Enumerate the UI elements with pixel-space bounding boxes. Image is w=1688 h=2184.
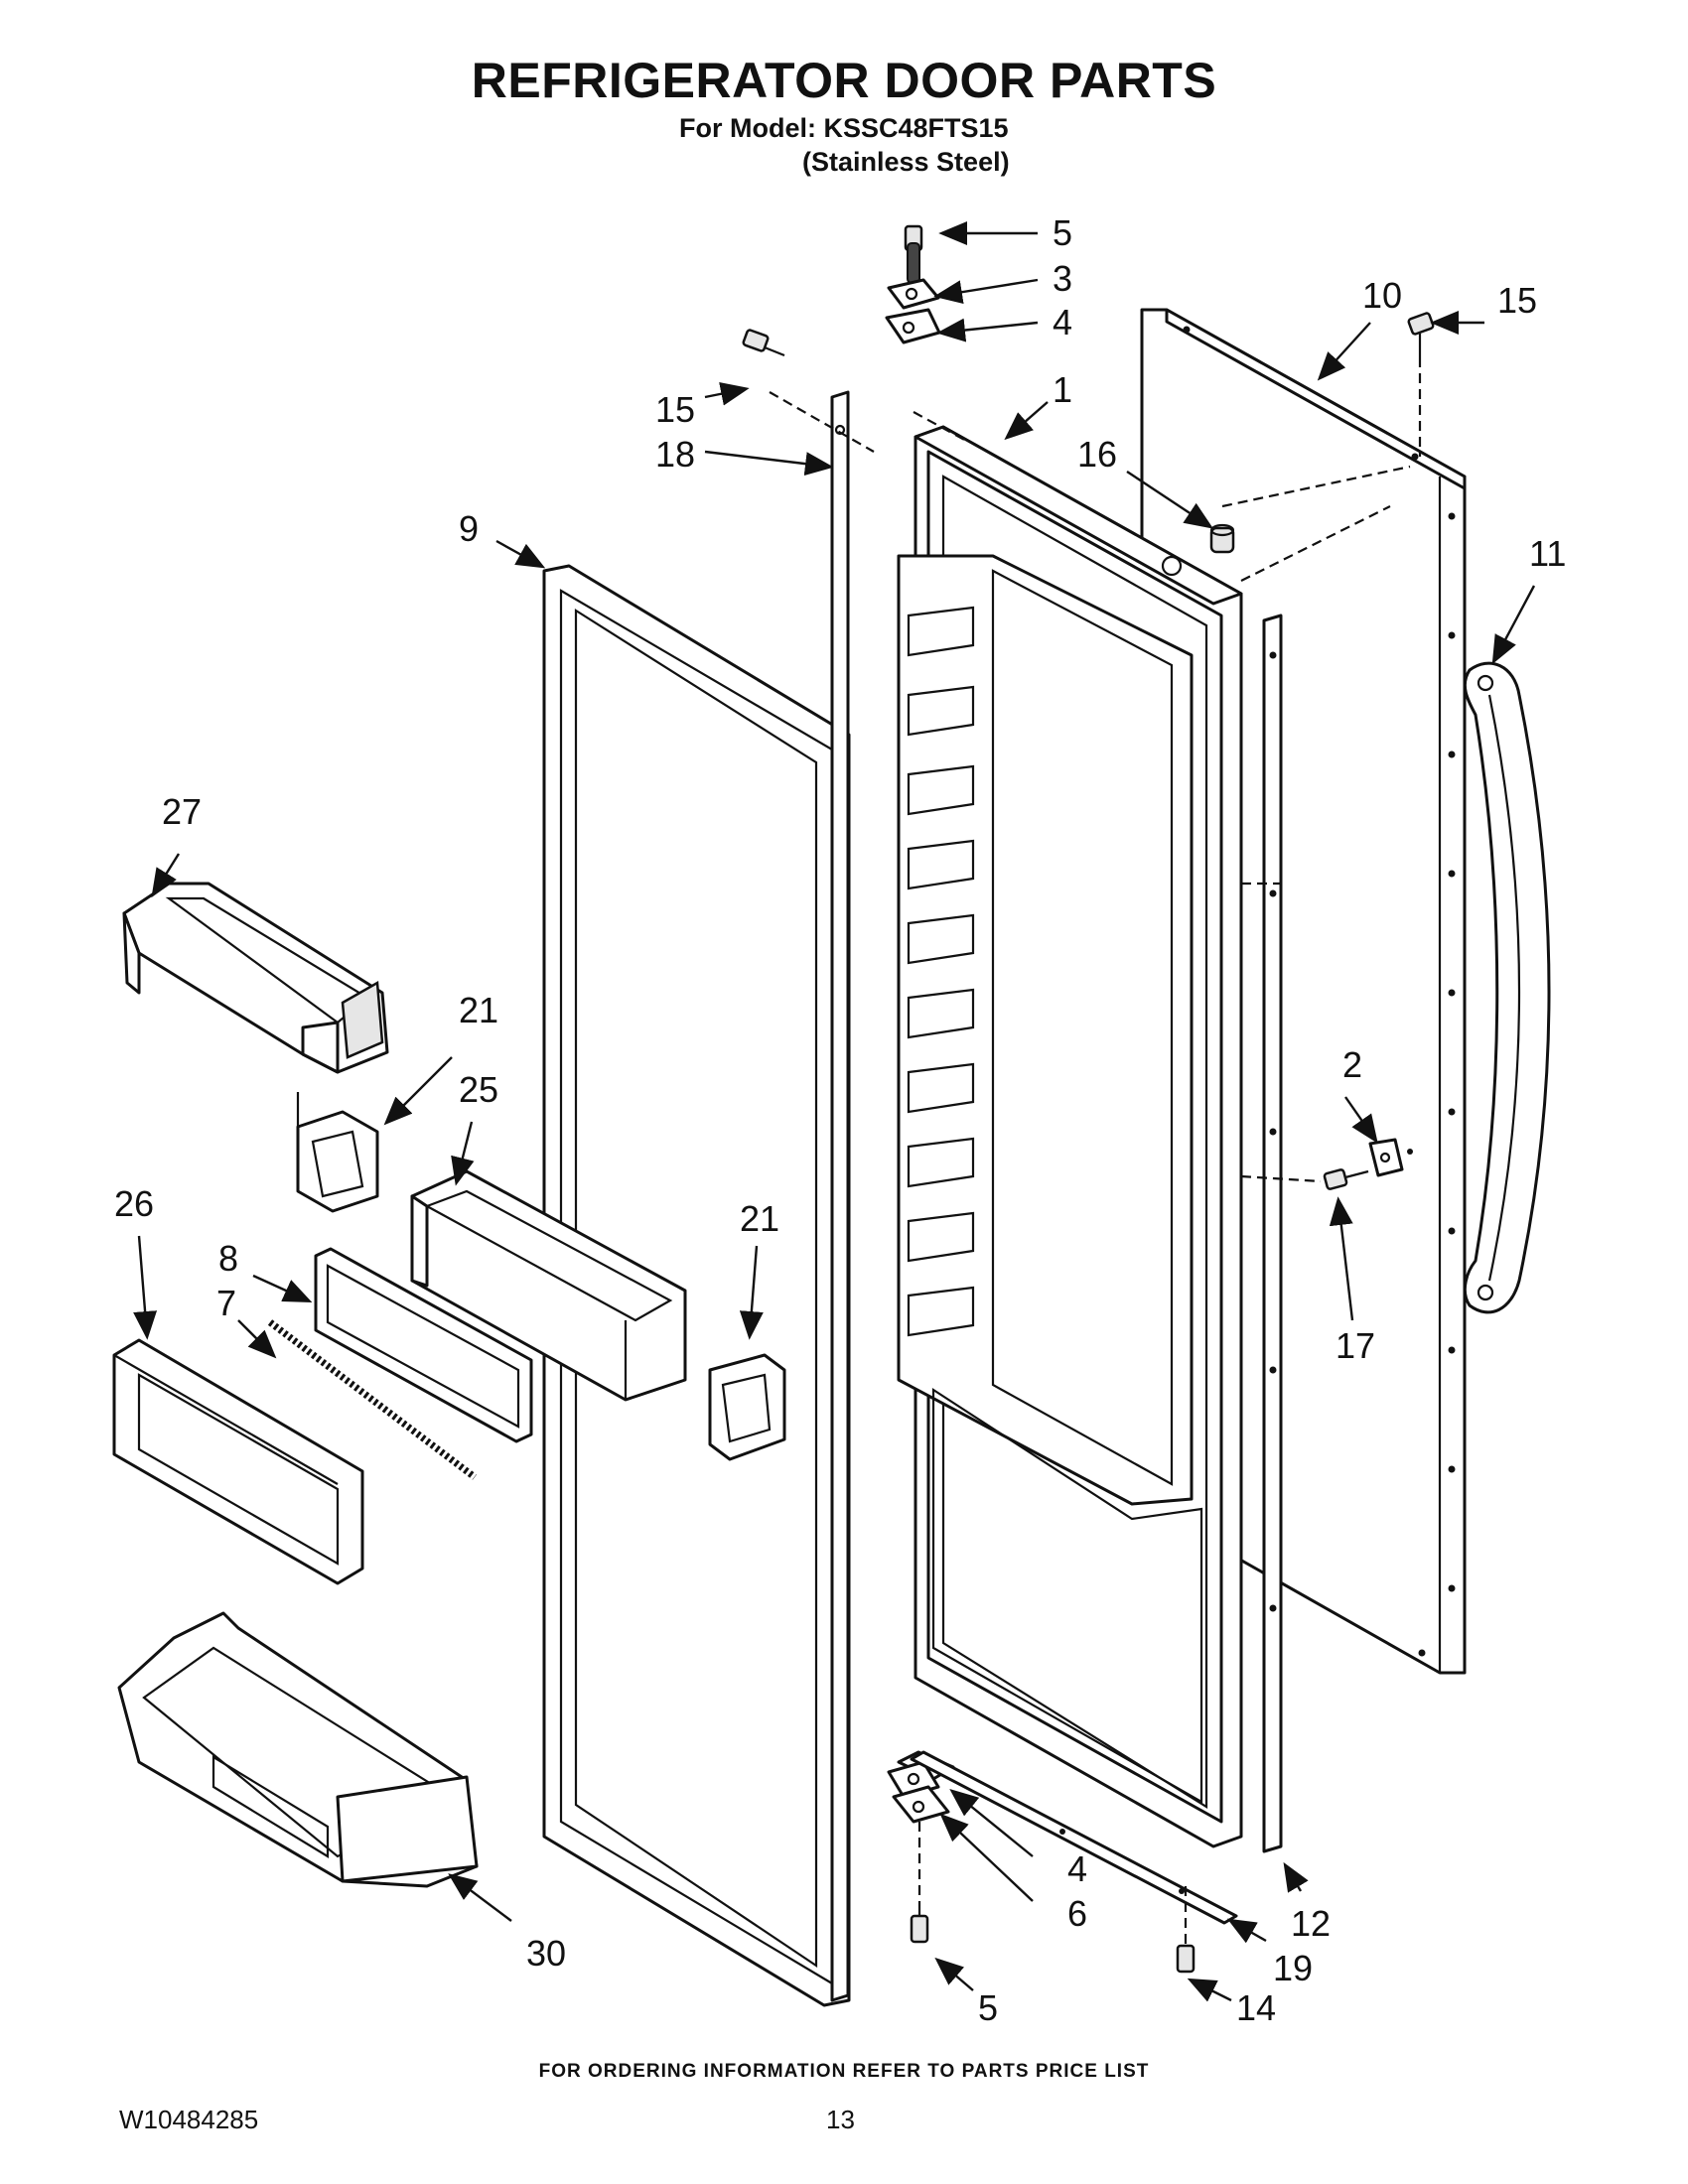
callout-17: 17 [1336, 1325, 1375, 1366]
callout-leader-arrows [133, 221, 1536, 2002]
callout-3: 3 [1053, 258, 1072, 299]
callout-18: 18 [655, 434, 695, 475]
part-26-dairy-door-illustration [112, 1338, 364, 1585]
callout-10: 10 [1362, 275, 1402, 316]
callout-25: 25 [459, 1069, 498, 1110]
document-number: W10484285 [119, 2105, 259, 2134]
callout-21-left: 21 [459, 990, 498, 1030]
top-hinge-assembly-illustration [885, 224, 941, 344]
part-18-breaker-strip-illustration [830, 390, 850, 2002]
ordering-note: FOR ORDERING INFORMATION REFER TO PARTS … [538, 2061, 1150, 2082]
callout-30: 30 [526, 1933, 566, 1974]
callout-2: 2 [1342, 1044, 1362, 1085]
callout-8: 8 [218, 1238, 238, 1279]
callout-19: 19 [1273, 1948, 1313, 1988]
callout-6: 6 [1067, 1893, 1087, 1934]
part-27-door-shelf-illustration [122, 882, 389, 1074]
callout-4-bottom: 4 [1067, 1848, 1087, 1889]
part-8-door-frame-illustration [314, 1247, 533, 1443]
callout-9: 9 [459, 508, 479, 549]
part-11-handle-illustration [1463, 661, 1551, 1314]
callout-27: 27 [162, 791, 202, 832]
part-12-trim-strip-illustration [1262, 614, 1283, 1853]
callout-5-top: 5 [1053, 212, 1072, 253]
part-21-bracket-right-illustration [708, 1353, 786, 1461]
callout-7: 7 [216, 1283, 236, 1323]
part-30-door-bin-illustration [117, 1611, 479, 1888]
page-number: 13 [826, 2105, 855, 2134]
callout-15-left: 15 [655, 389, 695, 430]
callout-21-right: 21 [740, 1198, 779, 1239]
page-title: REFRIGERATOR DOOR PARTS [471, 53, 1217, 108]
callout-1: 1 [1053, 369, 1072, 410]
part-2-bracket-and-17-screw-illustration [1323, 1138, 1413, 1190]
callout-numbers: 5 3 4 10 15 15 18 1 16 9 11 27 21 25 2 2… [114, 212, 1566, 2028]
callout-16: 16 [1077, 434, 1117, 475]
screw-15-illustration [742, 312, 1435, 357]
assembly-guide-lines [769, 357, 1422, 1946]
part-19-bottom-strip-illustration [910, 1750, 1238, 1925]
bumper-16-illustration [1209, 523, 1235, 554]
part-7-seal-strip-illustration [267, 1319, 478, 1480]
callout-26: 26 [114, 1183, 154, 1224]
callout-11: 11 [1529, 533, 1566, 574]
part-1-door-liner-illustration [897, 425, 1243, 1848]
model-line: For Model: KSSC48FTS15 [679, 113, 1009, 143]
callout-5-bottom: 5 [978, 1987, 998, 2028]
variant-line: (Stainless Steel) [802, 147, 1010, 177]
callout-14: 14 [1236, 1987, 1276, 2028]
callout-4-top: 4 [1053, 302, 1072, 342]
part-21-bracket-left-illustration [296, 1092, 379, 1213]
callout-15-right: 15 [1497, 280, 1537, 321]
callout-12: 12 [1291, 1903, 1331, 1944]
